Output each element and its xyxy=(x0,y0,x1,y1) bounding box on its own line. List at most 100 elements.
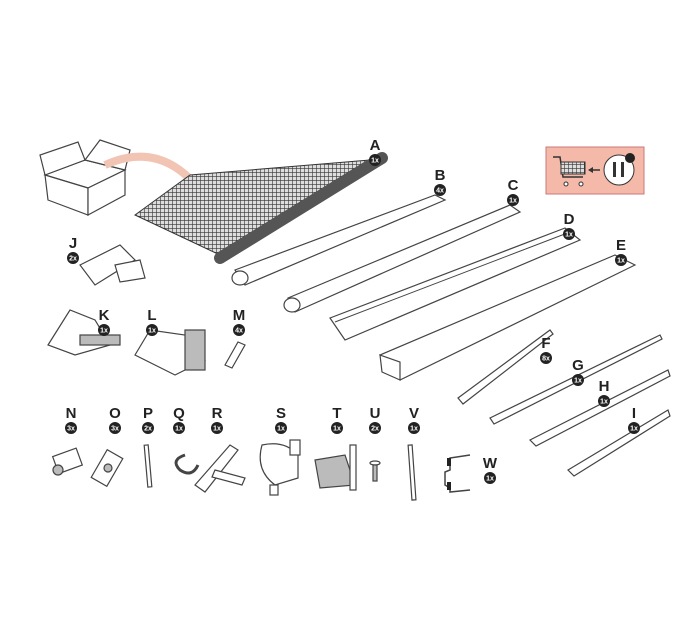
quantity-badge xyxy=(408,422,420,434)
part-label-r: R 1x xyxy=(211,405,223,434)
part-letter: A xyxy=(370,137,381,154)
part-quantity: 1x xyxy=(486,476,494,483)
part-letter: K xyxy=(99,307,110,324)
part-quantity: 3x xyxy=(111,426,119,433)
part-quantity: 1x xyxy=(600,399,608,406)
part-letter: W xyxy=(483,455,498,472)
bracket-L xyxy=(134,329,206,376)
rail-D xyxy=(329,227,582,341)
part-label-b: B4x xyxy=(434,167,446,196)
part-letter: O xyxy=(109,405,121,422)
part-label-h: H 1x xyxy=(598,378,610,407)
part-quantity: 1x xyxy=(371,158,379,165)
part-letter: G xyxy=(572,357,584,374)
quantity-badge xyxy=(109,422,121,434)
part-letter: F xyxy=(541,335,550,352)
part-label-p: P 2x xyxy=(142,405,154,434)
profile-H xyxy=(528,369,671,447)
quantity-badge xyxy=(65,422,77,434)
part-letter: D xyxy=(564,211,575,228)
part-letter: R xyxy=(212,405,223,422)
part-label-c: C 1x xyxy=(507,177,519,206)
corner-J xyxy=(79,244,146,286)
part-quantity: 2x xyxy=(144,426,152,433)
quantity-badge xyxy=(615,254,627,266)
rail-C xyxy=(283,204,522,313)
part-quantity: 1x xyxy=(617,258,625,265)
rod-V xyxy=(407,444,417,501)
part-quantity: 1x xyxy=(509,198,517,205)
part-label-e: E 1x xyxy=(615,237,627,266)
part-quantity: 3x xyxy=(67,426,75,433)
part-quantity: 1x xyxy=(100,328,108,335)
quantity-badge xyxy=(434,184,446,196)
pin-P xyxy=(143,444,153,488)
part-letter: N xyxy=(66,405,77,422)
part-N xyxy=(51,447,84,476)
clip-M xyxy=(224,341,246,369)
quantity-badge xyxy=(598,395,610,407)
part-quantity: 4x xyxy=(235,328,243,335)
part-label-k: K 1x xyxy=(98,307,110,336)
part-quantity: 1x xyxy=(410,426,418,433)
part-quantity: 1x xyxy=(213,426,221,433)
part-letter: Q xyxy=(173,405,185,422)
mesh-roll-tube xyxy=(214,152,388,264)
part-quantity: 1x xyxy=(148,328,156,335)
quantity-badge xyxy=(540,352,552,364)
part-quantity: 8x xyxy=(542,356,550,363)
part-quantity: 2x xyxy=(69,256,77,263)
part-quantity: 2x xyxy=(371,426,379,433)
part-O xyxy=(90,448,124,488)
box-icon xyxy=(39,139,131,217)
part-label-w: W 1x xyxy=(483,455,498,484)
part-quantity: 1x xyxy=(333,426,341,433)
quantity-badge xyxy=(67,252,79,264)
part-label-t: T 1x xyxy=(331,405,343,434)
part-quantity: 1x xyxy=(630,426,638,433)
quantity-badge xyxy=(211,422,223,434)
part-letter: P xyxy=(143,405,153,422)
part-label-f: F 8x xyxy=(540,335,552,364)
part-letter: E xyxy=(616,237,626,254)
part-label-s: S 1x xyxy=(275,405,287,434)
profile-W xyxy=(444,454,471,493)
quantity-badge xyxy=(572,374,584,386)
end-cap-T xyxy=(314,444,357,491)
quantity-badge xyxy=(98,324,110,336)
quantity-badge xyxy=(369,154,381,166)
shopping-cart-icon xyxy=(553,156,586,187)
part-label-o: O 3x xyxy=(109,405,121,434)
part-letter: U xyxy=(370,405,381,422)
part-label-d: D 1x xyxy=(563,211,575,240)
quantity-badge xyxy=(142,422,154,434)
part-quantity: 4x xyxy=(436,188,444,195)
part-label-m: M 4x xyxy=(233,307,246,336)
clip-Q xyxy=(174,453,200,475)
rail-B xyxy=(231,194,447,286)
screw-U xyxy=(369,460,381,482)
part-label-l: L1x xyxy=(146,307,158,336)
part-label-q: Q1x xyxy=(173,405,185,434)
quantity-badge xyxy=(628,422,640,434)
part-letter: C xyxy=(508,177,519,194)
part-label-u: U 2x xyxy=(369,405,381,434)
part-label-i: I1x xyxy=(628,405,640,434)
part-label-a: A 1x xyxy=(369,137,381,166)
part-label-j: J 2x xyxy=(67,235,79,264)
part-letter: M xyxy=(233,307,246,324)
cover-S xyxy=(259,439,301,496)
part-label-v: V1x xyxy=(408,405,420,434)
part-letter: T xyxy=(332,405,341,422)
part-quantity: 1x xyxy=(565,232,573,239)
cart-callout xyxy=(545,146,645,195)
part-letter: S xyxy=(276,405,286,422)
rail-E xyxy=(379,254,637,381)
part-letter: J xyxy=(69,235,77,252)
part-letter: H xyxy=(599,378,610,395)
part-quantity: 1x xyxy=(277,426,285,433)
quantity-badge xyxy=(275,422,287,434)
